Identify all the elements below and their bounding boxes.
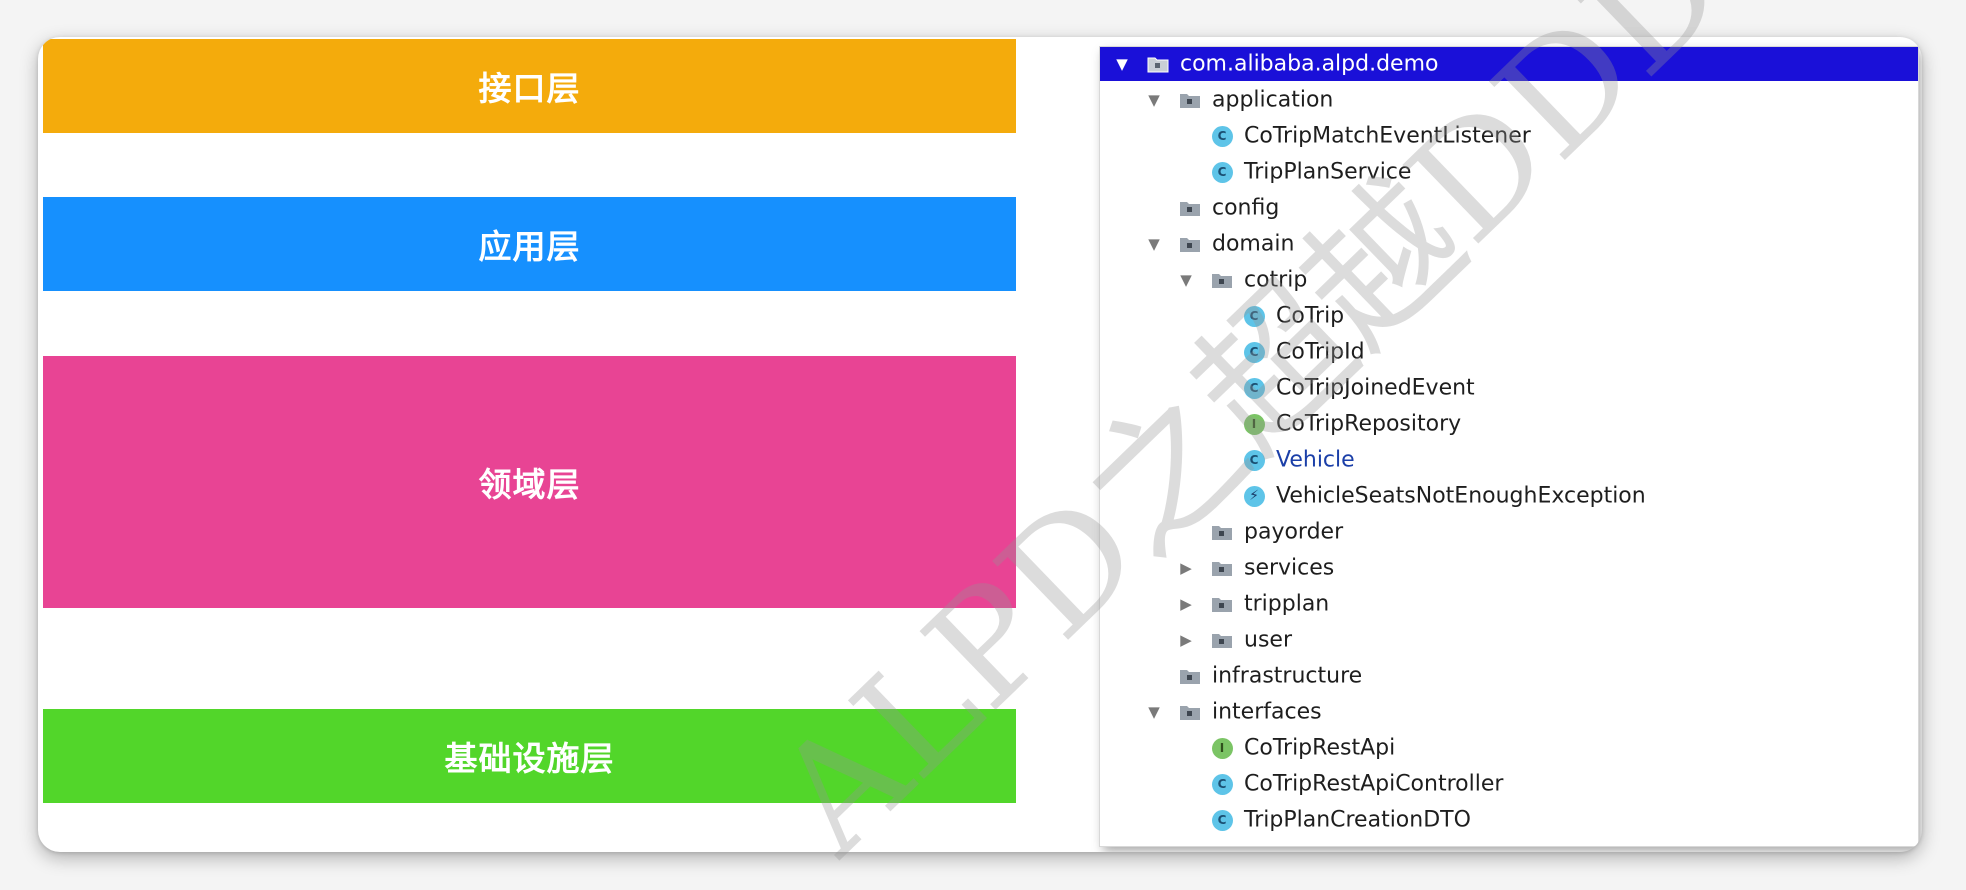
class-icon: C [1210, 160, 1234, 184]
tree-label-vehicle: Vehicle [1276, 447, 1355, 473]
interface-layer-label: 接口层 [478, 69, 581, 108]
tree-label-cotrip: cotrip [1244, 267, 1308, 293]
package-folder-icon [1210, 556, 1234, 580]
tree-row-cotrip-class[interactable]: C CoTrip [1100, 299, 1918, 333]
tree-row-vehicle-seats-exception[interactable]: ⚡ VehicleSeatsNotEnoughException [1100, 479, 1918, 513]
tree-row-interfaces[interactable]: ▼ interfaces [1100, 695, 1918, 729]
tree-row-cotrip[interactable]: ▼ cotrip [1100, 263, 1918, 297]
collapsed-arrow-icon[interactable]: ▶ [1180, 559, 1192, 577]
infrastructure-layer-box: 基础设施层 [43, 709, 1016, 803]
tree-label-user: user [1244, 627, 1292, 653]
tree-row-user[interactable]: ▶ user [1100, 623, 1918, 657]
tree-label-cotrip-class: CoTrip [1276, 303, 1345, 329]
expanded-arrow-icon[interactable]: ▼ [1180, 271, 1192, 289]
tree-row-cotrip-match-event-listener[interactable]: C CoTripMatchEventListener [1100, 119, 1918, 153]
package-folder-icon [1210, 520, 1234, 544]
tree-label-trip-plan-creation-dto: TripPlanCreationDTO [1244, 807, 1471, 833]
tree-row-tripplan[interactable]: ▶ tripplan [1100, 587, 1918, 621]
tree-label-services: services [1244, 555, 1335, 581]
application-layer-box: 应用层 [43, 197, 1016, 291]
tree-row-payorder[interactable]: payorder [1100, 515, 1918, 549]
package-folder-icon [1210, 592, 1234, 616]
expanded-arrow-icon[interactable]: ▼ [1148, 235, 1160, 253]
class-icon: C [1242, 448, 1266, 472]
tree-row-cotrip-id[interactable]: C CoTripId [1100, 335, 1918, 369]
tree-row-cotrip-joined-event[interactable]: C CoTripJoinedEvent [1100, 371, 1918, 405]
package-folder-icon [1210, 628, 1234, 652]
tree-row-trip-plan-creation-dto[interactable]: C TripPlanCreationDTO [1100, 803, 1918, 837]
domain-layer-label: 领域层 [478, 465, 581, 504]
collapsed-arrow-icon[interactable]: ▶ [1180, 595, 1192, 613]
package-folder-icon [1178, 700, 1202, 724]
expanded-arrow-icon[interactable]: ▼ [1148, 703, 1160, 721]
tree-row-cotrip-rest-api[interactable]: I CoTripRestApi [1100, 731, 1918, 765]
tree-row-infrastructure[interactable]: infrastructure [1100, 659, 1918, 693]
tree-row-cotrip-rest-api-controller[interactable]: C CoTripRestApiController [1100, 767, 1918, 801]
tree-label-domain: domain [1212, 231, 1295, 257]
expanded-arrow-icon[interactable]: ▼ [1148, 91, 1160, 109]
diagram-card: 接口层 应用层 领域层 基础设施层 ▼ com.alibaba.alpd.dem… [38, 37, 1922, 852]
tree-label-root: com.alibaba.alpd.demo [1180, 51, 1439, 77]
class-icon: C [1242, 340, 1266, 364]
tree-row-root[interactable]: ▼ com.alibaba.alpd.demo [1100, 47, 1918, 81]
tree-row-config[interactable]: config [1100, 191, 1918, 225]
package-folder-icon [1178, 196, 1202, 220]
tree-row-application[interactable]: ▼ application [1100, 83, 1918, 117]
infrastructure-layer-label: 基础设施层 [444, 739, 615, 778]
package-folder-icon [1178, 88, 1202, 112]
tree-label-infrastructure: infrastructure [1212, 663, 1363, 689]
tree-label-config: config [1212, 195, 1280, 221]
package-folder-icon [1210, 268, 1234, 292]
collapsed-arrow-icon[interactable]: ▶ [1180, 631, 1192, 649]
expanded-arrow-icon[interactable]: ▼ [1116, 55, 1128, 73]
class-icon: C [1242, 376, 1266, 400]
tree-row-domain[interactable]: ▼ domain [1100, 227, 1918, 261]
tree-row-services[interactable]: ▶ services [1100, 551, 1918, 585]
application-layer-label: 应用层 [478, 227, 581, 266]
package-folder-icon [1178, 232, 1202, 256]
tree-label-payorder: payorder [1244, 519, 1344, 545]
tree-label-tripplan: tripplan [1244, 591, 1330, 617]
tree-label-cotrip-repository: CoTripRepository [1276, 411, 1462, 437]
class-icon: C [1210, 124, 1234, 148]
tree-label-cotrip-joined-event: CoTripJoinedEvent [1276, 375, 1475, 401]
interface-icon: I [1242, 412, 1266, 436]
tree-label-cotrip-rest-api-controller: CoTripRestApiController [1244, 771, 1504, 797]
project-tree: ▼ com.alibaba.alpd.demo ▼ application C … [1100, 47, 1918, 846]
class-icon: C [1210, 808, 1234, 832]
exception-class-icon: ⚡ [1242, 484, 1266, 508]
tree-row-cotrip-repository[interactable]: I CoTripRepository [1100, 407, 1918, 441]
interface-icon: I [1210, 736, 1234, 760]
tree-label-cotrip-rest-api: CoTripRestApi [1244, 735, 1396, 761]
package-folder-icon [1178, 664, 1202, 688]
interface-layer-box: 接口层 [43, 39, 1016, 133]
tree-label-trip-plan-service: TripPlanService [1244, 159, 1412, 185]
package-folder-icon [1146, 52, 1170, 76]
class-icon: C [1210, 772, 1234, 796]
tree-label-vehicle-seats-exception: VehicleSeatsNotEnoughException [1276, 483, 1646, 509]
tree-row-vehicle[interactable]: C Vehicle [1100, 443, 1918, 477]
tree-label-application: application [1212, 87, 1334, 113]
tree-row-trip-plan-service[interactable]: C TripPlanService [1100, 155, 1918, 189]
tree-label-cotrip-id: CoTripId [1276, 339, 1365, 365]
class-icon: C [1242, 304, 1266, 328]
tree-label-cotrip-match-event-listener: CoTripMatchEventListener [1244, 123, 1531, 149]
tree-label-interfaces: interfaces [1212, 699, 1322, 725]
domain-layer-box: 领域层 [43, 356, 1016, 608]
